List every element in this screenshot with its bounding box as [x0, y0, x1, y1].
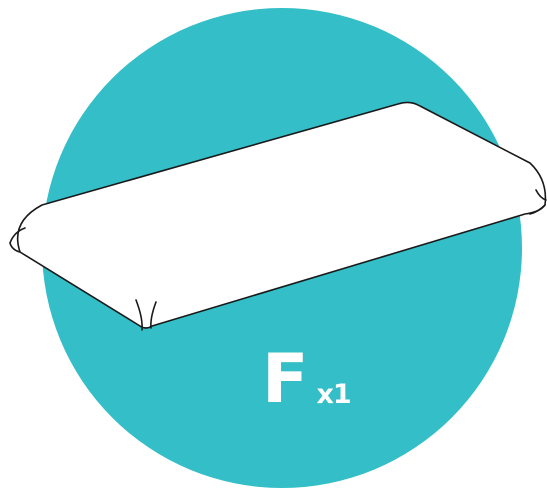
fold-bottom-left [135, 299, 143, 331]
part-label: F x1 [262, 334, 352, 419]
fold-left-top [9, 227, 26, 244]
fold-left-bottom [9, 242, 21, 253]
fold-right-bottom [529, 204, 546, 215]
part-letter: F [262, 340, 309, 419]
part-quantity: x1 [316, 379, 351, 410]
cushion-panel-icon [9, 101, 547, 331]
fold-bottom-right [150, 301, 157, 329]
fold-right [535, 189, 547, 201]
